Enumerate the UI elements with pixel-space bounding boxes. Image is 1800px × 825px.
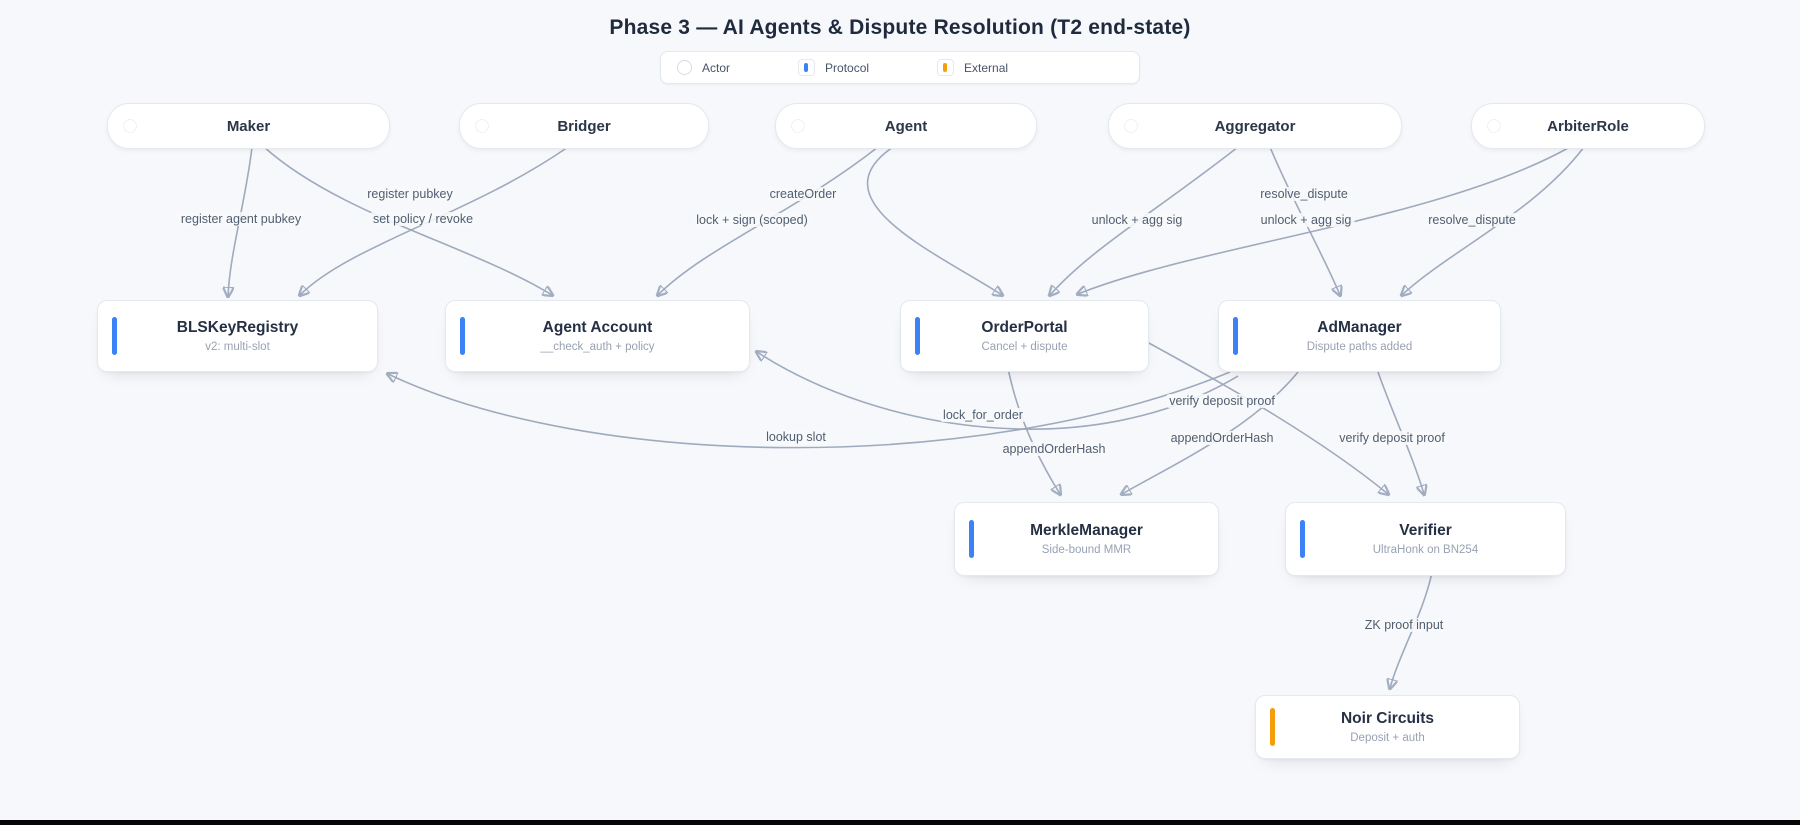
edge-label-lock-for-order: lock_for_order — [940, 408, 1026, 422]
edge-unlock-agg-sig-portal — [1050, 146, 1239, 295]
actor-circle-icon — [123, 119, 137, 133]
actor-circle-icon — [1124, 119, 1138, 133]
edge-label-resolve-dispute-admanager: resolve_dispute — [1425, 213, 1519, 227]
legend-item-external: External — [937, 59, 1008, 76]
actor-agent-label: Agent — [884, 117, 928, 135]
legend-actor-label: Actor — [702, 60, 731, 75]
node-merkle-manager: MerkleManager Side-bound MMR — [954, 502, 1219, 576]
node-bls-key-registry: BLSKeyRegistry v2: multi-slot — [97, 300, 378, 372]
legend-protocol-label: Protocol — [825, 60, 870, 75]
edge-label-create-order: createOrder — [766, 187, 840, 201]
edge-register-pubkey — [300, 146, 569, 295]
protocol-swatch-icon — [798, 59, 816, 76]
edge-label-unlock-agg-sig-portal: unlock + agg sig — [1088, 213, 1186, 227]
actor-arbiterrole: ArbiterRole — [1471, 103, 1705, 149]
node-title: MerkleManager — [1030, 522, 1143, 539]
edge-set-policy-revoke — [263, 146, 552, 295]
edge-resolve-dispute-admanager — [1402, 146, 1585, 295]
protocol-accent-bar-icon — [969, 520, 974, 558]
protocol-accent-bar-icon — [112, 317, 117, 355]
node-order-portal: OrderPortal Cancel + dispute — [900, 300, 1149, 372]
actor-maker-label: Maker — [226, 117, 271, 135]
external-accent-bar-icon — [1270, 708, 1275, 746]
edge-label-set-policy-revoke: set policy / revoke — [369, 212, 477, 226]
node-subtitle: Dispute paths added — [1306, 341, 1413, 353]
node-subtitle: Deposit + auth — [1350, 732, 1425, 744]
node-title: BLSKeyRegistry — [176, 319, 299, 336]
legend: Actor Protocol External — [660, 51, 1140, 84]
node-subtitle: UltraHonk on BN254 — [1372, 544, 1479, 556]
bottom-edge-bar — [0, 820, 1800, 825]
node-noir-circuits: Noir Circuits Deposit + auth — [1255, 695, 1520, 759]
actor-circle-icon — [1487, 119, 1501, 133]
node-subtitle: __check_auth + policy — [540, 341, 655, 353]
actor-maker: Maker — [107, 103, 390, 149]
edge-lock-sign-scoped — [658, 146, 879, 295]
edge-label-verify-deposit-proof-1: verify deposit proof — [1166, 394, 1278, 408]
actor-arbiterrole-label: ArbiterRole — [1547, 117, 1629, 135]
actor-aggregator-label: Aggregator — [1214, 117, 1296, 135]
node-title: OrderPortal — [981, 319, 1068, 336]
legend-item-actor: Actor — [677, 60, 730, 75]
actor-circle-icon — [791, 119, 805, 133]
actor-bridger-label: Bridger — [557, 117, 611, 135]
node-title: Noir Circuits — [1340, 710, 1434, 727]
edge-verify-deposit-proof-1 — [1146, 341, 1388, 494]
page-title: Phase 3 — AI Agents & Dispute Resolution… — [609, 16, 1191, 39]
edge-label-verify-deposit-proof-2: verify deposit proof — [1336, 431, 1448, 445]
edge-lookup-slot — [388, 371, 1231, 449]
edge-resolve-dispute-portal — [1078, 146, 1571, 294]
actor-agent: Agent — [775, 103, 1037, 149]
edge-label-register-agent-pubkey: register agent pubkey — [177, 212, 305, 226]
external-swatch-icon — [937, 59, 955, 76]
edge-label-resolve-dispute-portal: resolve_dispute — [1257, 187, 1351, 201]
actor-bridger: Bridger — [459, 103, 709, 149]
protocol-accent-bar-icon — [1233, 317, 1238, 355]
node-subtitle: Side-bound MMR — [1041, 544, 1132, 556]
legend-external-label: External — [964, 60, 1009, 75]
node-title: AdManager — [1317, 319, 1402, 336]
edge-label-register-pubkey: register pubkey — [364, 187, 456, 201]
node-ad-manager: AdManager Dispute paths added — [1218, 300, 1501, 372]
edge-label-lookup-slot: lookup slot — [763, 430, 829, 444]
protocol-accent-bar-icon — [1300, 520, 1305, 558]
node-subtitle: Cancel + dispute — [981, 341, 1068, 353]
edge-label-append-order-hash-1: appendOrderHash — [999, 442, 1109, 456]
node-title: Agent Account — [542, 319, 653, 336]
actor-circle-icon — [475, 119, 489, 133]
actor-aggregator: Aggregator — [1108, 103, 1402, 149]
protocol-accent-bar-icon — [460, 317, 465, 355]
edge-label-append-order-hash-2: appendOrderHash — [1167, 431, 1277, 445]
legend-item-protocol: Protocol — [798, 59, 869, 76]
edge-label-unlock-agg-sig-admanager: unlock + agg sig — [1257, 213, 1355, 227]
actor-swatch-icon — [677, 60, 692, 75]
node-title: Verifier — [1399, 522, 1452, 539]
node-verifier: Verifier UltraHonk on BN254 — [1285, 502, 1566, 576]
edge-label-zk-proof-input: ZK proof input — [1361, 618, 1447, 632]
edge-append-order-hash-1 — [1007, 367, 1060, 494]
node-agent-account: Agent Account __check_auth + policy — [445, 300, 750, 372]
edge-create-order — [866, 146, 1002, 295]
node-subtitle: v2: multi-slot — [205, 341, 270, 353]
edge-label-lock-sign-scoped: lock + sign (scoped) — [693, 213, 811, 227]
protocol-accent-bar-icon — [915, 317, 920, 355]
